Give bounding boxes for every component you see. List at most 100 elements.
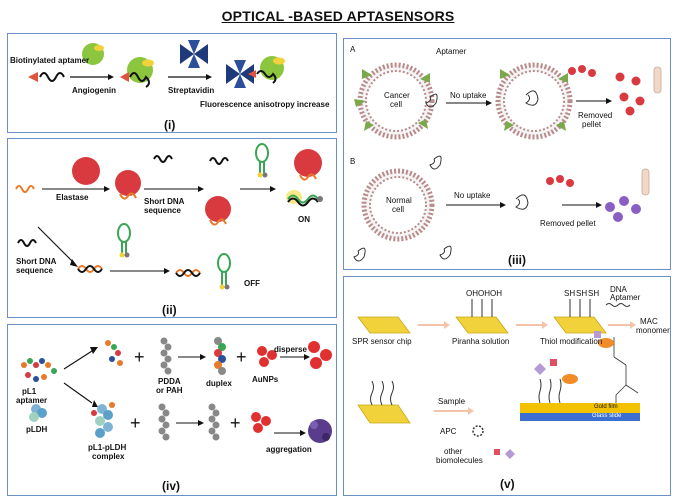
duplex [214, 337, 226, 375]
biomolecule-square [494, 449, 500, 455]
panel-ii-graphics [15, 143, 323, 290]
panel-number-v: (v) [500, 477, 515, 491]
label-removed-pellet-b: Removed pellet [540, 219, 596, 228]
label-normal-cell-2: cell [392, 205, 405, 214]
panel-number-ii: (ii) [162, 303, 177, 317]
label-elastase: Elastase [56, 193, 89, 202]
aptamer-chip [357, 404, 411, 424]
label-sh-3: SH [588, 289, 600, 298]
orange-aptamer [15, 185, 35, 193]
label-biotinylated-aptamer: Biotinylated aptamer [10, 56, 90, 65]
label-mac-2: monomer [636, 326, 670, 335]
label-pdda-1: PDDA [158, 377, 181, 386]
pl1-pldh-complex [91, 402, 115, 438]
biomolecule-diamond [505, 449, 515, 459]
gold-film [520, 403, 640, 413]
thiol-chip [553, 316, 607, 334]
piranha-chip [455, 316, 509, 334]
molecular-beacon-top [255, 143, 269, 178]
label-left-dna-1: Short DNA [16, 257, 57, 266]
label-streptavidin: Streptavidin [168, 86, 215, 95]
aunps-bottom [251, 412, 271, 433]
label-removed-pellet-a-2: pellet [582, 120, 602, 129]
label-complex-2: complex [92, 452, 125, 461]
pellet-cells-b [546, 175, 641, 222]
panel-number-iii: (iii) [508, 253, 526, 267]
streptavidin-protein [180, 40, 208, 68]
apc-icon [472, 425, 484, 437]
elastase-protein [72, 157, 100, 185]
label-piranha: Piranha solution [452, 337, 510, 346]
label-normal-cell-1: Normal [386, 196, 412, 205]
label-oh-1: OH [466, 289, 478, 298]
label-other-1: other [444, 447, 463, 456]
svg-text:+: + [134, 347, 145, 367]
label-pl1-2: aptamer [16, 396, 48, 405]
aunps-top [257, 346, 277, 367]
label-left-dna-2: sequence [16, 266, 53, 275]
mac-monomer [613, 337, 639, 413]
svg-text:+: + [236, 347, 247, 367]
pl1-aptamer-chain [21, 358, 57, 382]
label-a: A [350, 45, 356, 54]
panel-v: SPR sensor chip Piranha solution Thiol m… [343, 276, 671, 496]
svg-text:+: + [230, 413, 241, 433]
elastase-on [294, 149, 322, 177]
label-glass-slide: Glass slide [592, 413, 622, 419]
polymer-bottom [158, 403, 170, 441]
label-mac-1: MAC [640, 317, 658, 326]
label-thiol: Thiol modification [540, 337, 603, 346]
spr-chip [357, 316, 411, 334]
panel-iv: + + + [7, 324, 337, 496]
label-dna-aptamer-1: DNA [610, 285, 627, 294]
label-sample: Sample [438, 397, 466, 406]
final-complex [226, 56, 285, 88]
label-gold-film: Gold film [594, 404, 618, 410]
top-chain [105, 340, 123, 366]
label-aunps: AuNPs [252, 375, 279, 384]
label-angiogenin: Angiogenin [72, 86, 116, 95]
polymer-top [160, 337, 172, 375]
panel-v-graphics [357, 299, 640, 459]
label-duplex: duplex [206, 379, 232, 388]
panel-i: Biotinylated aptamer Angiogenin Streptav… [7, 33, 337, 133]
label-b: B [350, 157, 356, 166]
panel-iv-graphics: + + + [21, 337, 332, 443]
label-spr-chip: SPR sensor chip [352, 337, 412, 346]
label-sh-2: SH [576, 289, 588, 298]
molecular-beacon-off [217, 253, 231, 290]
page-title: OPTICAL -BASED APTASENSORS [221, 8, 455, 24]
label-on: ON [298, 215, 310, 224]
label-off: OFF [244, 279, 260, 288]
label-no-uptake-a: No uptake [450, 91, 487, 100]
label-aptamer: Aptamer [436, 47, 467, 56]
label-pdda-2: or PAH [156, 386, 183, 395]
short-dna-squiggle [153, 155, 173, 163]
molecular-beacon-mid [117, 223, 131, 258]
label-other-2: biomolecules [436, 456, 483, 465]
label-fluorescence: Fluorescence anisotropy increase [200, 100, 330, 109]
aptamer-strand [39, 72, 65, 82]
label-oh-3: OH [490, 289, 502, 298]
panel-number-i: (i) [164, 118, 176, 132]
panel-number-iv: (iv) [162, 479, 180, 493]
panel-iii-graphics [353, 62, 662, 262]
label-apc: APC [440, 427, 457, 436]
label-aggregation: aggregation [266, 445, 312, 454]
label-removed-pellet-a-1: Removed [578, 111, 613, 120]
left-short-dna [17, 239, 37, 247]
label-disperse: disperse [274, 345, 307, 354]
svg-text:+: + [130, 413, 141, 433]
label-sh-1: SH [564, 289, 576, 298]
pldh-protein [29, 404, 47, 422]
dna-aptamer-wave [605, 303, 631, 307]
label-pl1-1: pL1 [22, 387, 37, 396]
label-short-dna-2: sequence [144, 206, 181, 215]
panel-ii: Elastase Short DNA sequence Short DNA se… [7, 138, 337, 318]
label-oh-2: OH [478, 289, 490, 298]
biotin-triangle [28, 72, 38, 82]
dispersed-aunps [308, 341, 332, 369]
label-no-uptake-b: No uptake [454, 191, 491, 200]
label-complex-1: pL1-pLDH [88, 443, 127, 452]
pellet-cells-a [568, 65, 645, 116]
